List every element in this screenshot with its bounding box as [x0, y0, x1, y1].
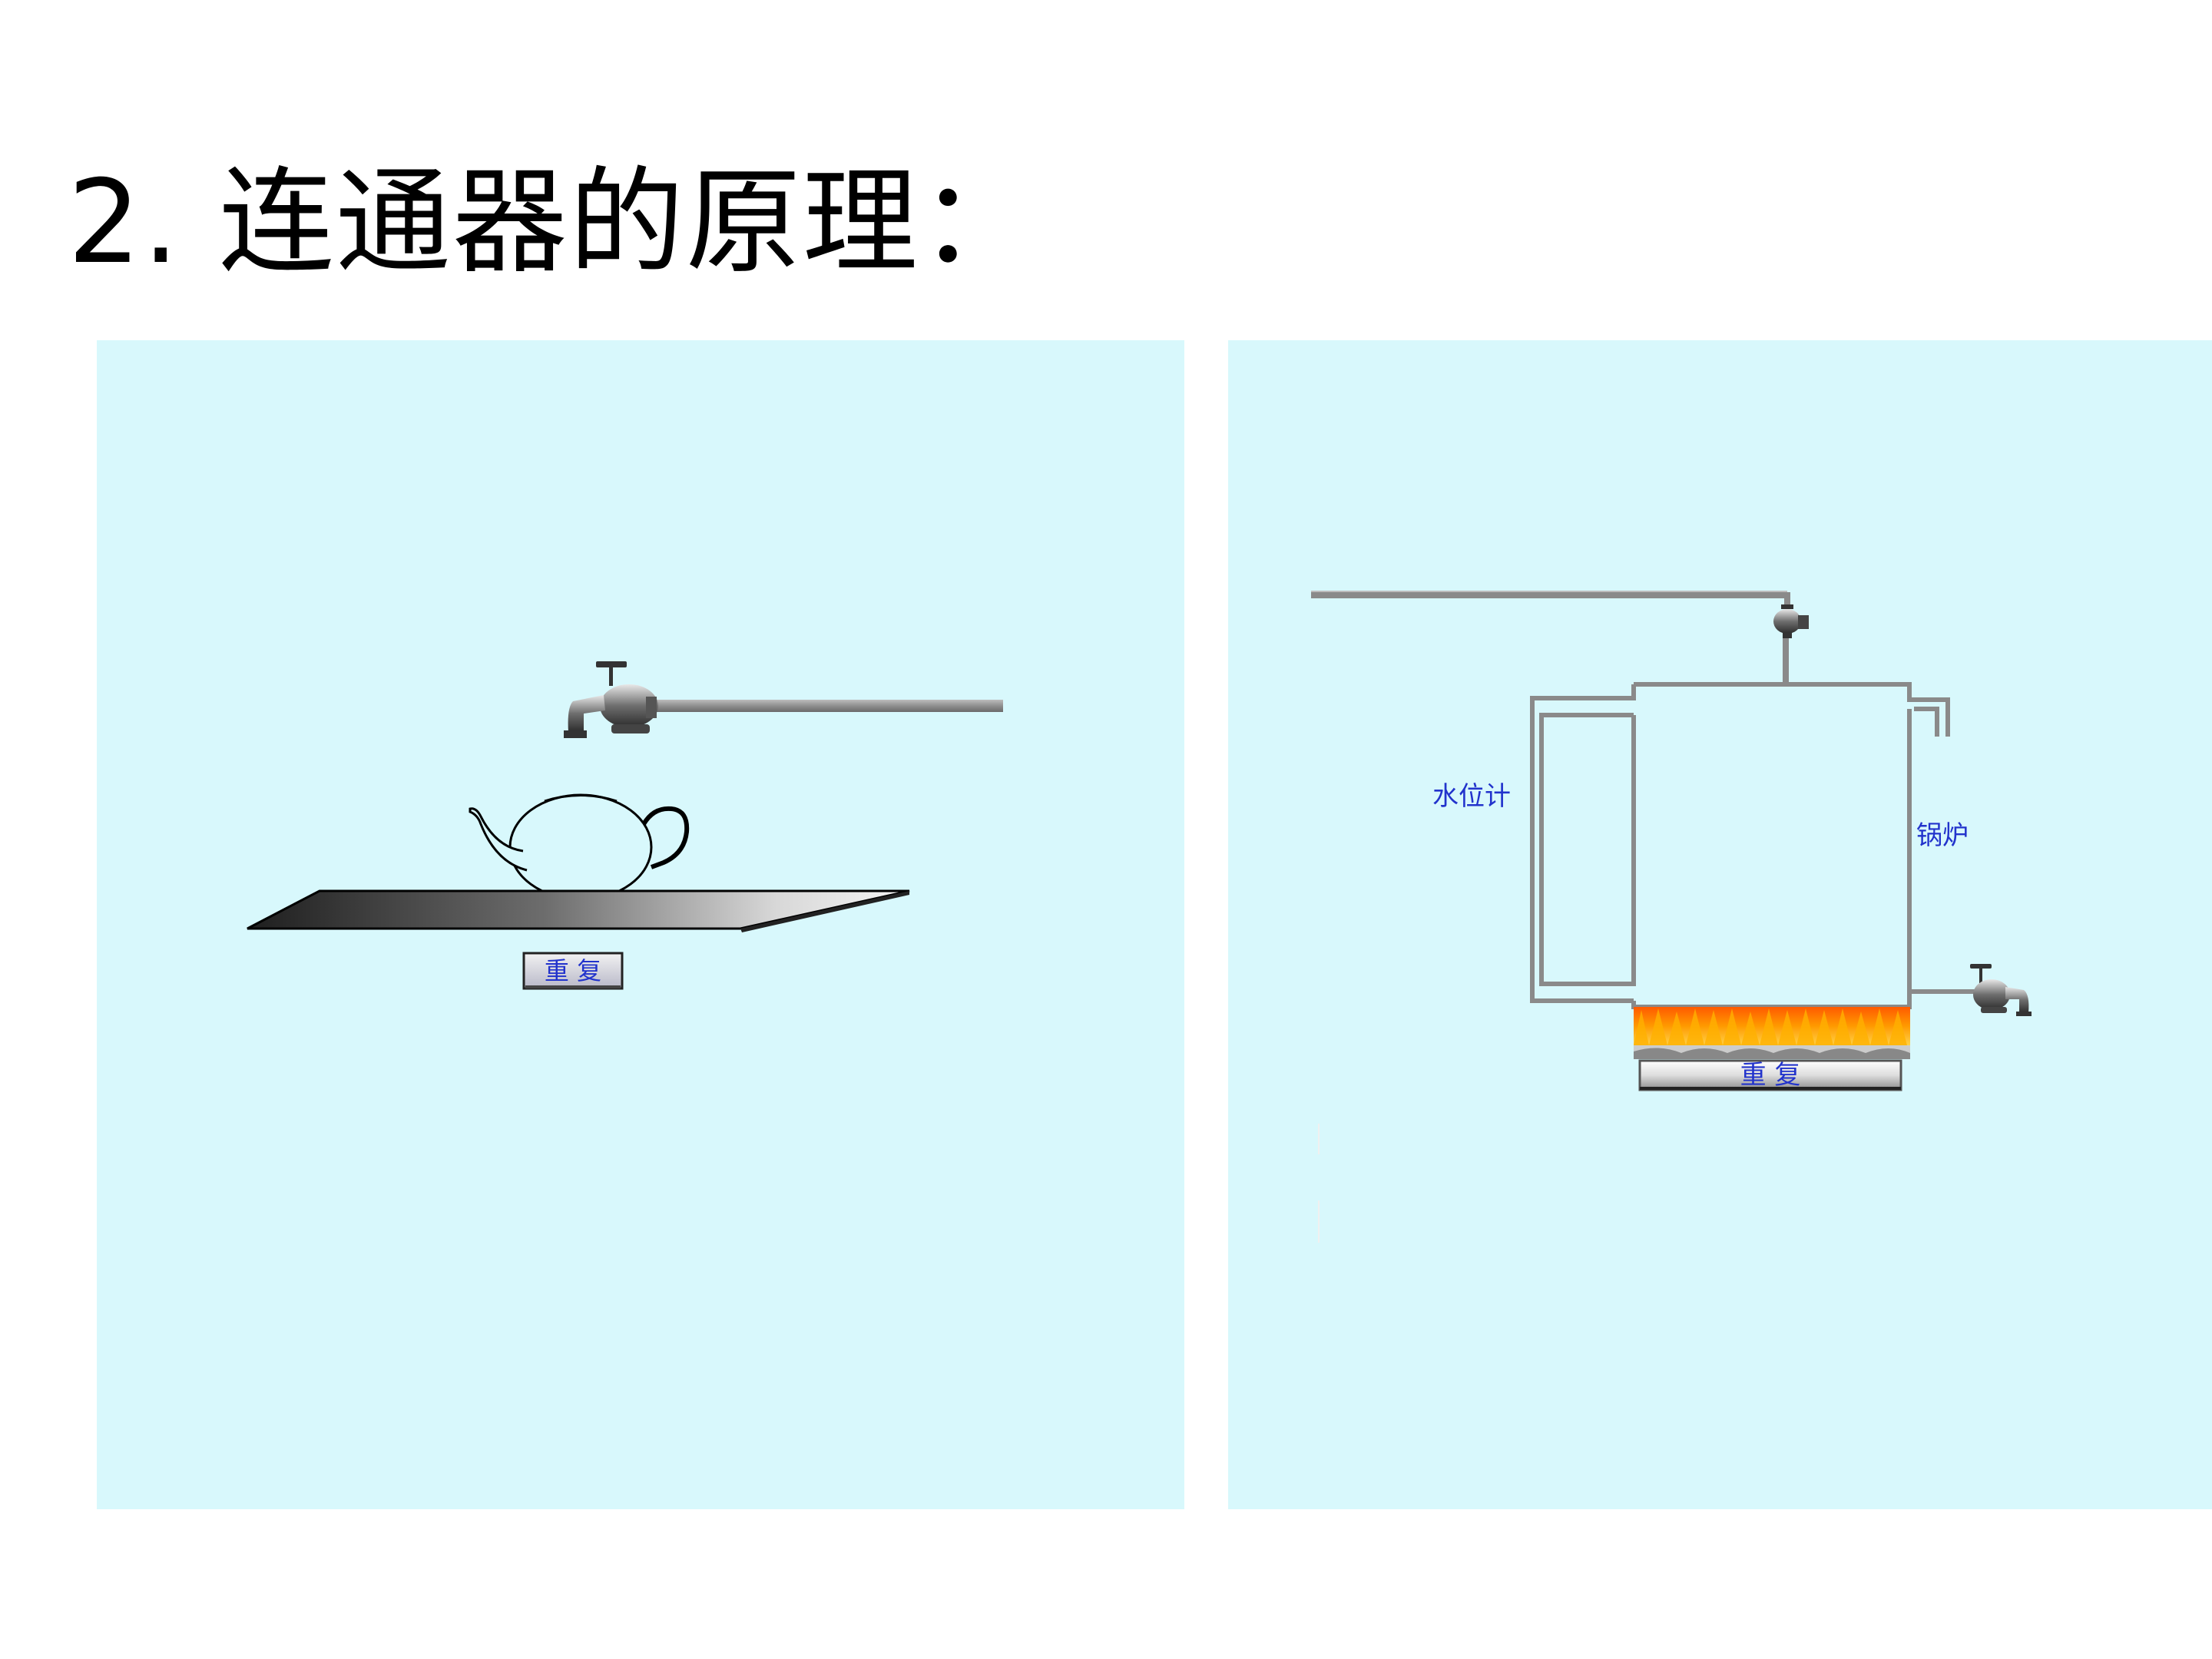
panel-background — [1228, 340, 2212, 1509]
water-supply-pipe — [650, 700, 1003, 712]
teapot-replay-button[interactable]: 重 复 — [522, 952, 624, 990]
teapot-icon — [469, 793, 690, 908]
faucet-icon[interactable] — [564, 661, 658, 738]
boiler-body — [1530, 682, 1981, 1009]
teapot-animation-panel: 重 复 — [97, 340, 1184, 1509]
boiler-replay-label: 重 复 — [1740, 1060, 1801, 1091]
teapot-replay-label: 重 复 — [545, 956, 601, 985]
burner-flames — [1634, 1007, 1910, 1059]
boiler-label: 锅炉 — [1916, 820, 1969, 851]
teapot-scene: 重 复 — [97, 340, 1184, 1509]
water-gauge-label: 水位计 — [1432, 781, 1511, 812]
table-board-edge — [740, 891, 909, 932]
drain-faucet-icon[interactable] — [1970, 964, 2032, 1016]
steam-valve-icon[interactable] — [1773, 604, 1809, 638]
slide-title: 2. 连通器的原理： — [68, 156, 1036, 290]
boiler-animation-panel: 重 复 水位计 锅炉 — [1228, 340, 2212, 1509]
boiler-replay-button[interactable]: 重 复 — [1638, 1059, 1902, 1091]
boiler-scene: 重 复 水位计 锅炉 — [1228, 340, 2212, 1509]
